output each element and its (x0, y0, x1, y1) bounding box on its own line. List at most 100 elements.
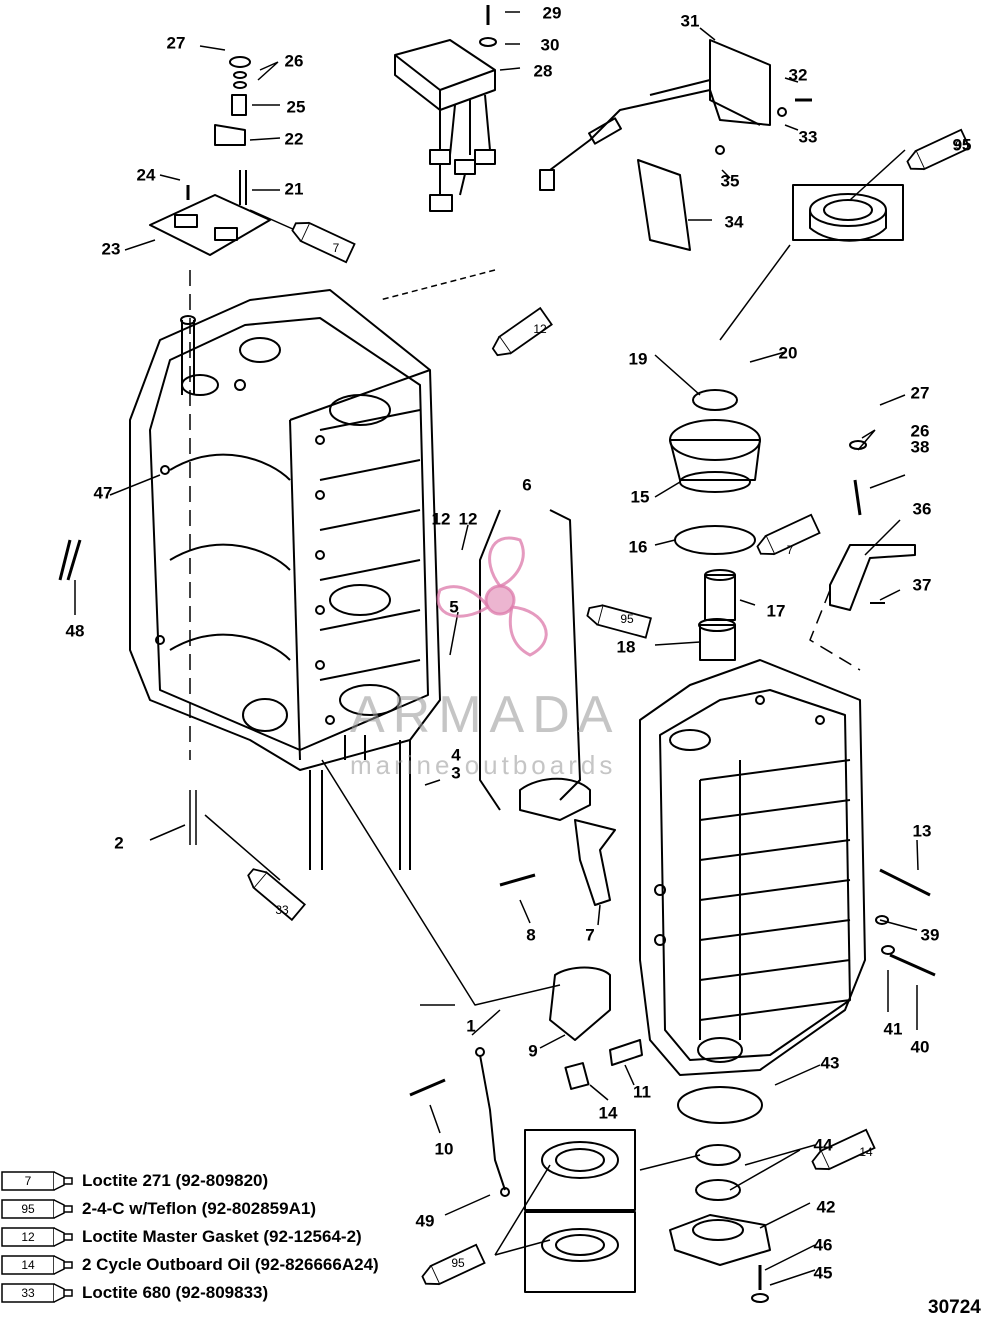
callout-number: 47 (94, 483, 113, 502)
callout-number: 33 (799, 127, 818, 146)
callout-number: 46 (814, 1235, 833, 1254)
bearing-carriers (499, 777, 616, 1041)
cylinder-block-left (58, 289, 441, 870)
watermark-subtitle: marine outboards (350, 750, 617, 780)
callout-number: 14 (599, 1103, 618, 1122)
callout-number: 11 (633, 1082, 651, 1101)
callout-number: 7 (585, 925, 594, 944)
throttle-lever (829, 440, 916, 611)
legend-text: 2-4-C w/Teflon (92-802859A1) (82, 1199, 316, 1218)
callout-number: 20 (779, 343, 798, 362)
callout-number: 5 (449, 597, 458, 616)
callout-number: 12 (459, 509, 478, 528)
ignition-module (394, 5, 497, 212)
crankcase-right (639, 659, 866, 1076)
propeller-logo (436, 536, 548, 657)
legend-row: 95 2-4-C w/Teflon (92-802859A1) (0, 1196, 316, 1222)
tube-icon-shape: 14 (1, 1255, 73, 1275)
mount-plate (149, 56, 271, 256)
legend-code: 33 (21, 1286, 35, 1300)
legend-row: 7 Loctite 271 (92-809820) (0, 1168, 268, 1194)
legend-row: 33 Loctite 680 (92-809833) (0, 1280, 268, 1306)
callout-number: 6 (522, 475, 531, 494)
tube-label: 7 (787, 543, 794, 557)
legend-text: Loctite 271 (92-809820) (82, 1171, 269, 1190)
tube-label: 33 (275, 903, 289, 917)
callout-number: 4 (451, 745, 461, 764)
tube-icon: 7 (0, 1169, 74, 1193)
tube-icon-shape: 7 (1, 1171, 73, 1191)
callout-number: 24 (137, 165, 156, 184)
callout-number: 38 (911, 437, 930, 456)
lower-end-cap (669, 1086, 771, 1303)
callout-number: 35 (721, 171, 740, 190)
tube-icon-shape: 95 (1, 1199, 73, 1219)
tube-icon-shape: 33 (1, 1283, 73, 1303)
callout-number: 37 (913, 575, 932, 594)
callout-number: 2 (114, 833, 123, 852)
ground-strap (479, 1054, 506, 1191)
callout-number: 3 (451, 763, 460, 782)
tube-icon: 95 (0, 1197, 74, 1221)
legend-row: 12 Loctite Master Gasket (92-12564-2) (0, 1224, 362, 1250)
sealant-tubes (247, 128, 971, 1286)
callout-number: 42 (817, 1197, 836, 1216)
callout-number: 44 (814, 1135, 833, 1154)
cover-gasket (637, 159, 691, 251)
tube-icon: 12 (0, 1225, 74, 1249)
callout-number: 21 (285, 179, 304, 198)
callout-number: 32 (789, 65, 808, 84)
tube-label: 12 (533, 322, 547, 336)
callout-number: 28 (534, 61, 553, 80)
tube-label: 14 (859, 1145, 873, 1159)
legend-text: 2 Cycle Outboard Oil (92-826666A24) (82, 1255, 379, 1274)
callout-number: 22 (285, 129, 304, 148)
tube-label: 95 (955, 138, 969, 152)
tube-label: 95 (620, 612, 634, 626)
callout-number: 26 (285, 51, 304, 70)
legend-text: Loctite 680 (92-809833) (82, 1283, 269, 1302)
tube-icon: 14 (0, 1253, 74, 1277)
upper-end-cap (669, 389, 761, 661)
legend-code: 95 (21, 1202, 35, 1216)
callout-number: 41 (884, 1019, 903, 1038)
tube-icon: 33 (0, 1281, 74, 1305)
watermark-title: ARMADA (350, 686, 621, 744)
small-fittings (409, 868, 936, 1097)
callout-number: 29 (543, 3, 562, 22)
callout-number: 27 (167, 33, 186, 52)
bleed-hose (479, 509, 581, 811)
callout-number: 9 (528, 1041, 537, 1060)
callout-number: 1 (466, 1016, 475, 1035)
callout-number: 95 (953, 135, 972, 154)
legend-row: 14 2 Cycle Outboard Oil (92-826666A24) (0, 1252, 379, 1278)
callout-number: 16 (629, 537, 648, 556)
callout-number: 36 (913, 499, 932, 518)
callout-number: 30 (541, 35, 560, 54)
callout-number: 49 (416, 1211, 435, 1230)
callout-number: 40 (911, 1037, 930, 1056)
callout-number: 43 (821, 1053, 840, 1072)
callout-number: 10 (435, 1139, 454, 1158)
callout-number: 19 (629, 349, 648, 368)
callout-number: 26 (911, 421, 930, 440)
tube-label: 7 (333, 241, 340, 255)
callout-number: 18 (617, 637, 636, 656)
seal-detail-box-top (792, 184, 904, 242)
tube-icon-shape: 12 (1, 1227, 73, 1247)
callout-number: 17 (767, 601, 786, 620)
callout-number: 25 (287, 97, 306, 116)
callout-number: 13 (913, 821, 932, 840)
callout-number: 31 (681, 11, 700, 30)
figure-id: 30724 (928, 1297, 981, 1318)
callout-number: 23 (102, 239, 121, 258)
callout-number: 48 (66, 621, 85, 640)
leader-lines (74, 11, 919, 1286)
seal-detail-box-bottom (524, 1129, 636, 1293)
legend-code: 12 (21, 1230, 35, 1244)
callout-number: 27 (911, 383, 930, 402)
legend-text: Loctite Master Gasket (92-12564-2) (82, 1227, 362, 1246)
